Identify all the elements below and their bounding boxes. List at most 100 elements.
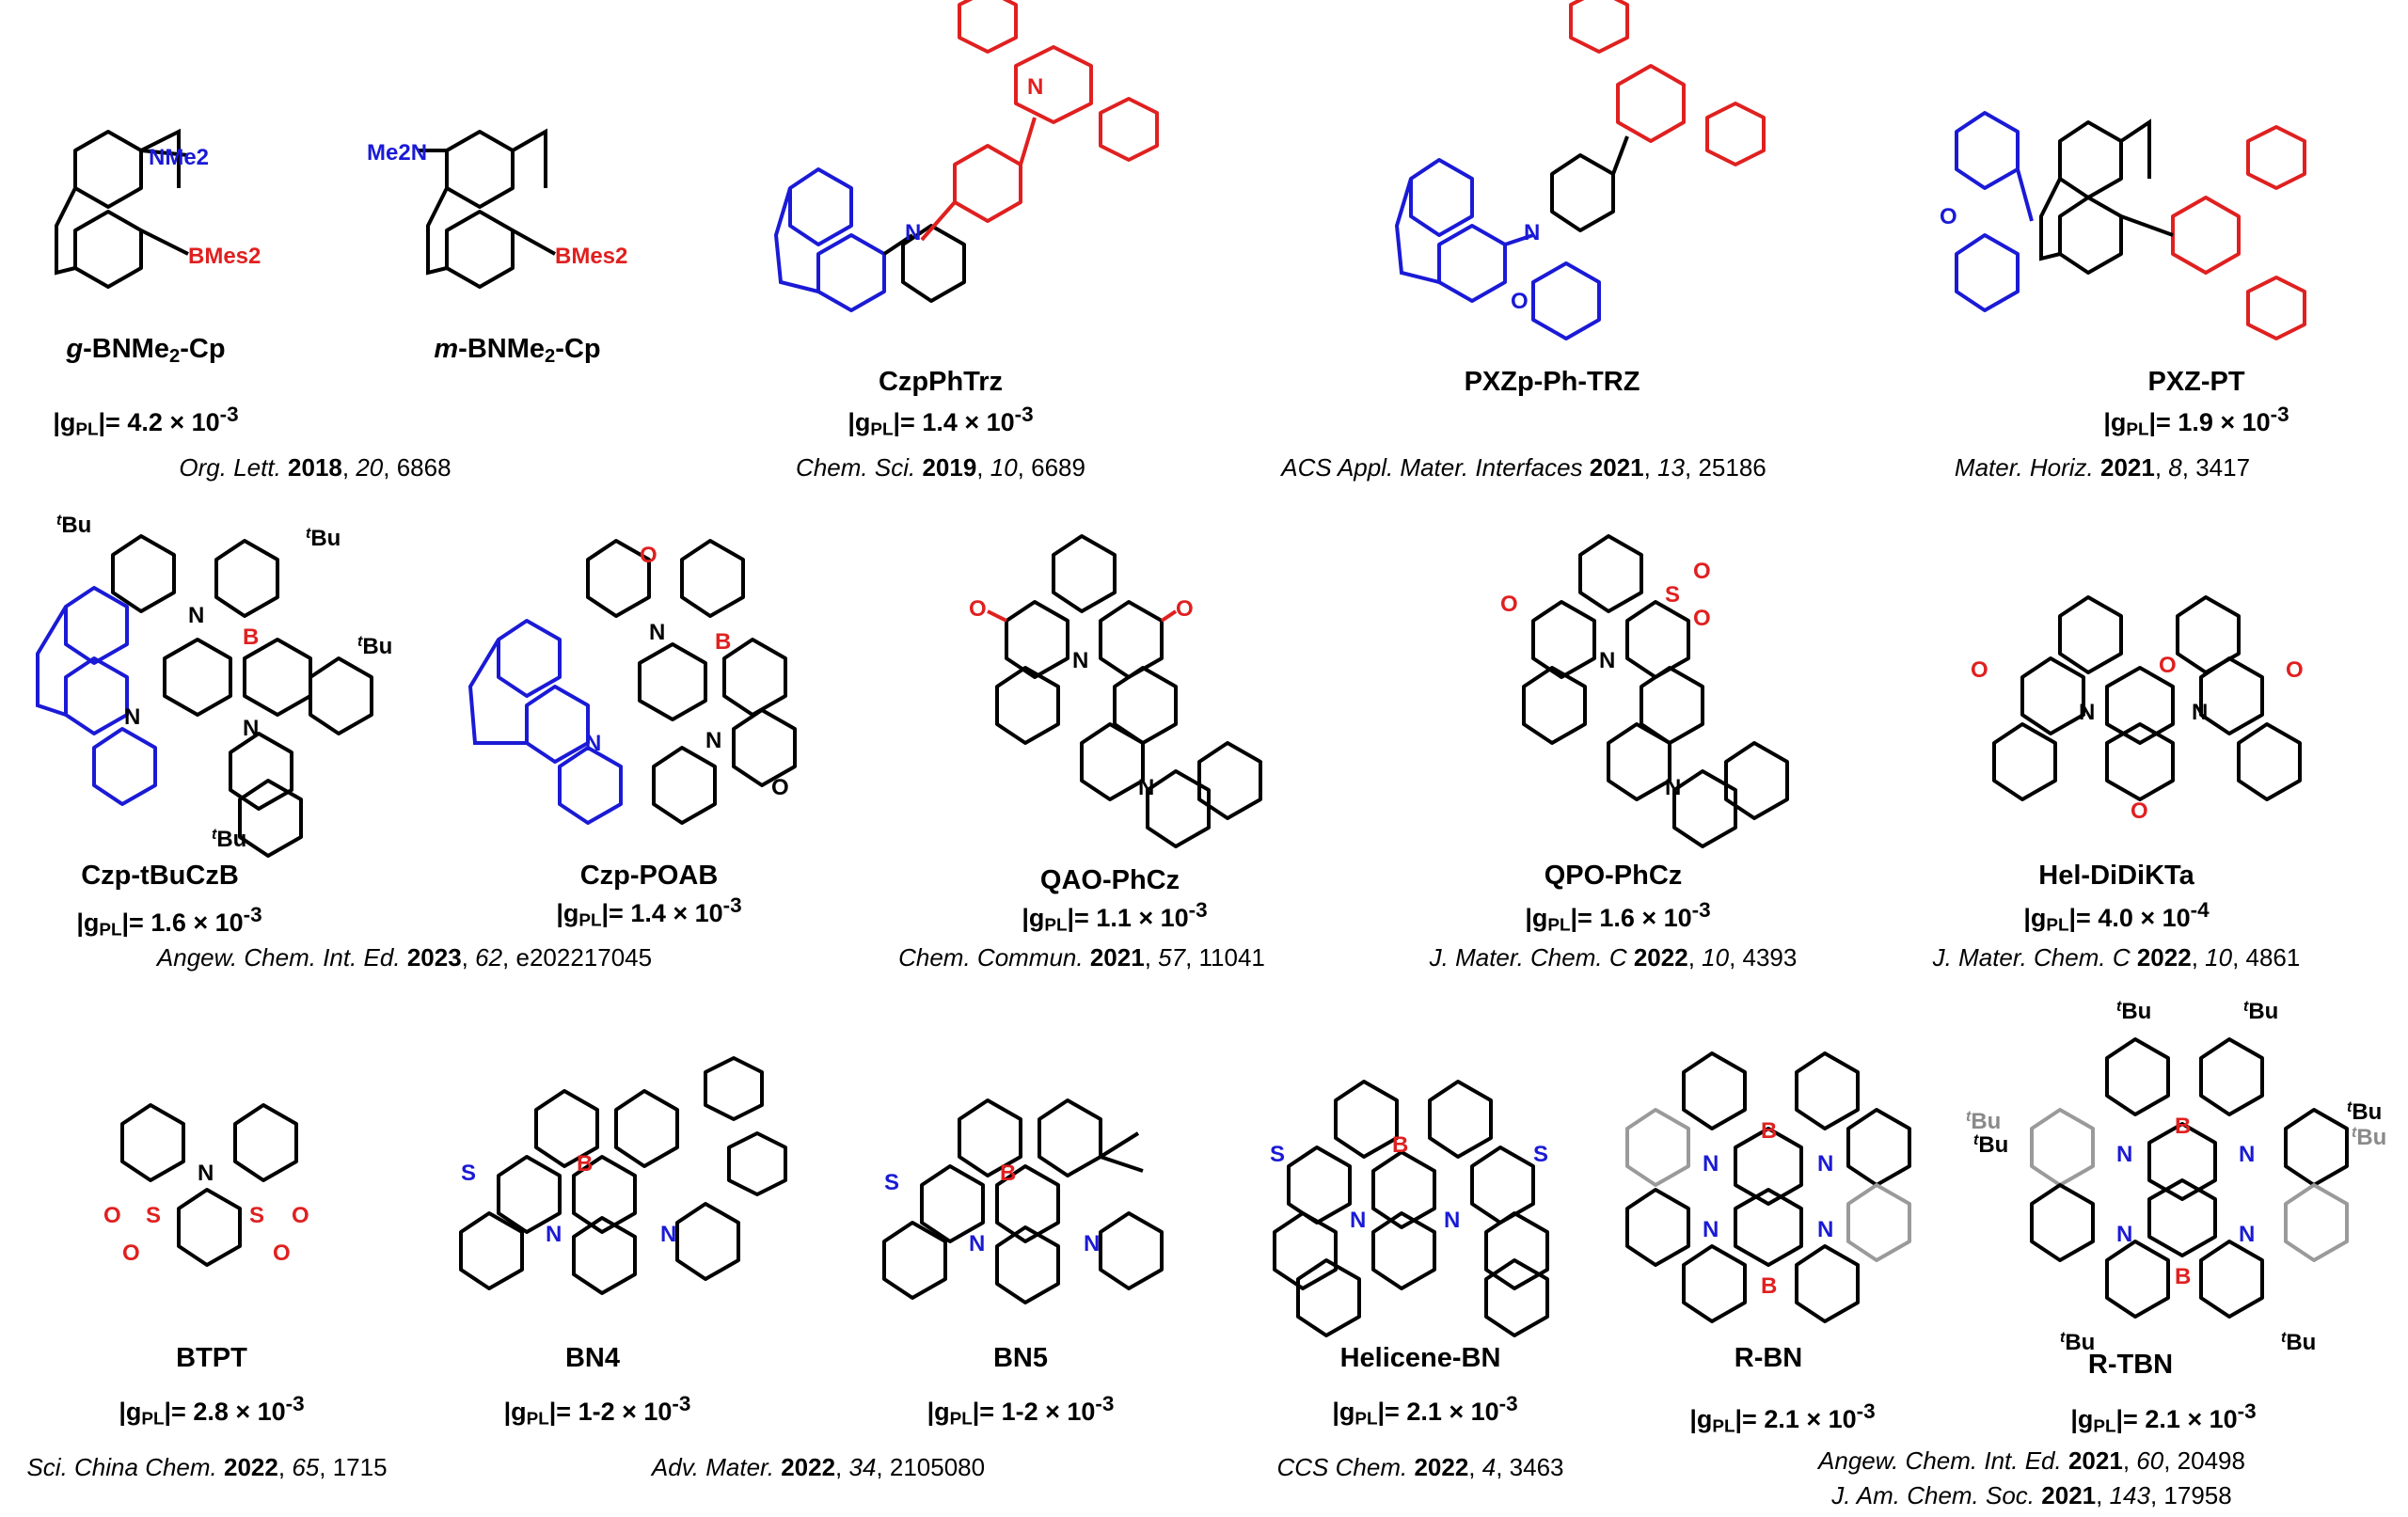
me2n-label: Me2N bbox=[367, 140, 427, 166]
reference-angew-2021: Angew. Chem. Int. Ed. 2021, 60, 20498 bbox=[1818, 1446, 2245, 1475]
compound-name-qpo-phcz: QPO-PhCz bbox=[1544, 861, 1683, 891]
structure-czp-poab: O N B N O N bbox=[467, 539, 797, 825]
structure-btpt: N S S O O O O bbox=[103, 1103, 309, 1267]
o-atom-13: O bbox=[2131, 798, 2148, 824]
n-atom-21: N bbox=[1444, 1208, 1460, 1233]
reference-adv-mater: Adv. Mater. 2022, 34, 2105080 bbox=[651, 1453, 986, 1481]
n-atom-10: N bbox=[1138, 775, 1154, 800]
n-atom-5: N bbox=[124, 704, 140, 730]
reference-org-lett: Org. Lett. 2018, 20, 6868 bbox=[179, 453, 452, 482]
gpl-value-hel-didikta: |gPL|= 4.0 × 10-4 bbox=[2023, 898, 2210, 936]
compound-name-czp-tbuczb: Czp-tBuCzB bbox=[81, 861, 239, 891]
tbu-label-3: tBu bbox=[357, 634, 392, 659]
o-atom-2: O bbox=[1940, 204, 1957, 229]
gpl-value-pxz-pt: |gPL|= 1.9 × 10-3 bbox=[2103, 403, 2289, 440]
reference-sci-china: Sci. China Chem. 2022, 65, 1715 bbox=[26, 1453, 388, 1481]
o-atom-9: O bbox=[1693, 606, 1711, 631]
n-atom-13: N bbox=[2079, 700, 2095, 725]
b-atom-3: B bbox=[577, 1151, 593, 1177]
n-atom-18: N bbox=[969, 1231, 985, 1256]
s-atom-5: S bbox=[884, 1170, 899, 1195]
b-atom-7: B bbox=[1761, 1273, 1777, 1299]
s-atom-2: S bbox=[146, 1203, 161, 1228]
compound-name-pxz-pt: PXZ-PT bbox=[2147, 367, 2245, 397]
o-atom-11: O bbox=[2159, 653, 2177, 678]
gpl-value-bn5: |gPL|= 1-2 × 10-3 bbox=[927, 1392, 1115, 1430]
reference-jmcc-4861: J. Mater. Chem. C 2022, 10, 4861 bbox=[1932, 943, 2301, 972]
n-atom: N bbox=[905, 220, 921, 245]
structure-czpphtrz: N N bbox=[773, 0, 1159, 312]
b-atom-5: B bbox=[1392, 1132, 1408, 1158]
gpl-value-g-bnme2-cp: |gPL|= 4.2 × 10-3 bbox=[53, 403, 239, 440]
tbu-label-6: tBu bbox=[2243, 999, 2278, 1024]
structure-g-bnme2-cp: NMe2 BMes2 bbox=[55, 128, 261, 289]
n-atom-17: N bbox=[660, 1222, 676, 1247]
n-atom-15: N bbox=[198, 1161, 214, 1186]
compound-name-r-tbn: R-TBN bbox=[2087, 1350, 2174, 1380]
n-atom-14: N bbox=[2192, 700, 2208, 725]
structure-bn5: S B N N bbox=[882, 1098, 1164, 1304]
o-atom-10: O bbox=[1971, 657, 1988, 683]
n-atom-22: N bbox=[1703, 1151, 1719, 1177]
b-atom-2: B bbox=[715, 629, 731, 655]
n-atom-28: N bbox=[2116, 1222, 2132, 1247]
n-atom-4: N bbox=[243, 716, 259, 741]
gpl-value-czp-tbuczb: |gPL|= 1.6 × 10-3 bbox=[76, 903, 262, 940]
o-atom-5: O bbox=[969, 596, 987, 622]
n-atom-27: N bbox=[2239, 1142, 2255, 1167]
tbu-label-2: tBu bbox=[306, 526, 341, 551]
o-atom-4: O bbox=[771, 775, 789, 800]
reference-angew-2023: Angew. Chem. Int. Ed. 2023, 62, e2022170… bbox=[156, 943, 653, 972]
compound-name-r-bn: R-BN bbox=[1734, 1343, 1803, 1373]
compound-name-czpphtrz: CzpPhTrz bbox=[878, 367, 1004, 397]
gpl-value-bn4: |gPL|= 1-2 × 10-3 bbox=[503, 1392, 691, 1430]
n-atom-7: N bbox=[705, 728, 721, 753]
gpl-value-qpo-phcz: |gPL|= 1.6 × 10-3 bbox=[1525, 898, 1711, 936]
b-atom-4: B bbox=[1000, 1161, 1016, 1186]
compound-name-m-bnme2-cp: m-BNMe2-Cp bbox=[434, 334, 601, 368]
n-atom-25: N bbox=[1817, 1217, 1833, 1242]
o-atom-6: O bbox=[1176, 596, 1194, 622]
compound-name-g-bnme2-cp: g-BNMe2-Cp bbox=[66, 334, 226, 368]
o-atom-12: O bbox=[2286, 657, 2304, 683]
s-atom-6: S bbox=[1270, 1142, 1285, 1167]
n-atom-29: N bbox=[2239, 1222, 2255, 1247]
compound-name-qao-phcz: QAO-PhCz bbox=[1039, 865, 1180, 895]
tbu-label-4: tBu bbox=[212, 827, 246, 852]
n-atom-2: N bbox=[1524, 220, 1540, 245]
reference-acs-ami: ACS Appl. Mater. Interfaces 2021, 13, 25… bbox=[1281, 453, 1766, 482]
bmes2-label-2: BMes2 bbox=[555, 244, 627, 269]
gpl-value-btpt: |gPL|= 2.8 × 10-3 bbox=[119, 1392, 305, 1430]
n-atom-3: N bbox=[188, 603, 204, 628]
tbu-label-11: tBu bbox=[2060, 1330, 2095, 1355]
structure-qpo-phcz: O S O O N N bbox=[1500, 534, 1789, 848]
structure-m-bnme2-cp: Me2N BMes2 bbox=[367, 128, 627, 289]
b-atom-9: B bbox=[2175, 1264, 2191, 1289]
nme2-label: NMe2 bbox=[149, 145, 209, 170]
reference-jacs: J. Am. Chem. Soc. 2021, 143, 17958 bbox=[1831, 1481, 2232, 1509]
n-atom-20: N bbox=[1350, 1208, 1366, 1233]
compound-name-bn5: BN5 bbox=[992, 1343, 1049, 1373]
b-atom: B bbox=[243, 624, 259, 650]
n-atom-11: N bbox=[1599, 648, 1615, 673]
o-atom-17: O bbox=[273, 1240, 291, 1266]
n-atom-trz: N bbox=[1027, 74, 1043, 100]
structure-pxzp-ph-trz: N O bbox=[1394, 0, 1766, 340]
n-atom-16: N bbox=[546, 1222, 562, 1247]
reference-mater-horiz: Mater. Horiz. 2021, 8, 3417 bbox=[1954, 453, 2251, 482]
compound-name-hel-didikta: Hel-DiDiKTa bbox=[2038, 861, 2194, 891]
reference-ccs-chem: CCS Chem. 2022, 4, 3463 bbox=[1276, 1453, 1564, 1481]
o-atom-7: O bbox=[1500, 592, 1518, 617]
gpl-value-czp-poab: |gPL|= 1.4 × 10-3 bbox=[556, 893, 742, 931]
b-atom-8: B bbox=[2175, 1114, 2191, 1139]
compound-name-czp-poab: Czp-POAB bbox=[579, 861, 719, 891]
o-atom-16: O bbox=[292, 1203, 309, 1228]
reference-chem-commun: Chem. Commun. 2021, 57, 11041 bbox=[898, 943, 1265, 972]
structure-r-tbn: B B N N N N tBu tBu tBu tBu tBu tBu tBu … bbox=[1966, 999, 2386, 1355]
bmes2-label: BMes2 bbox=[188, 244, 261, 269]
structure-pxz-pt: O bbox=[1940, 111, 2306, 340]
compound-name-helicene-bn: Helicene-BN bbox=[1339, 1343, 1501, 1373]
b-atom-6: B bbox=[1761, 1118, 1777, 1144]
n-atom-23: N bbox=[1817, 1151, 1833, 1177]
s-atom-4: S bbox=[461, 1161, 476, 1186]
